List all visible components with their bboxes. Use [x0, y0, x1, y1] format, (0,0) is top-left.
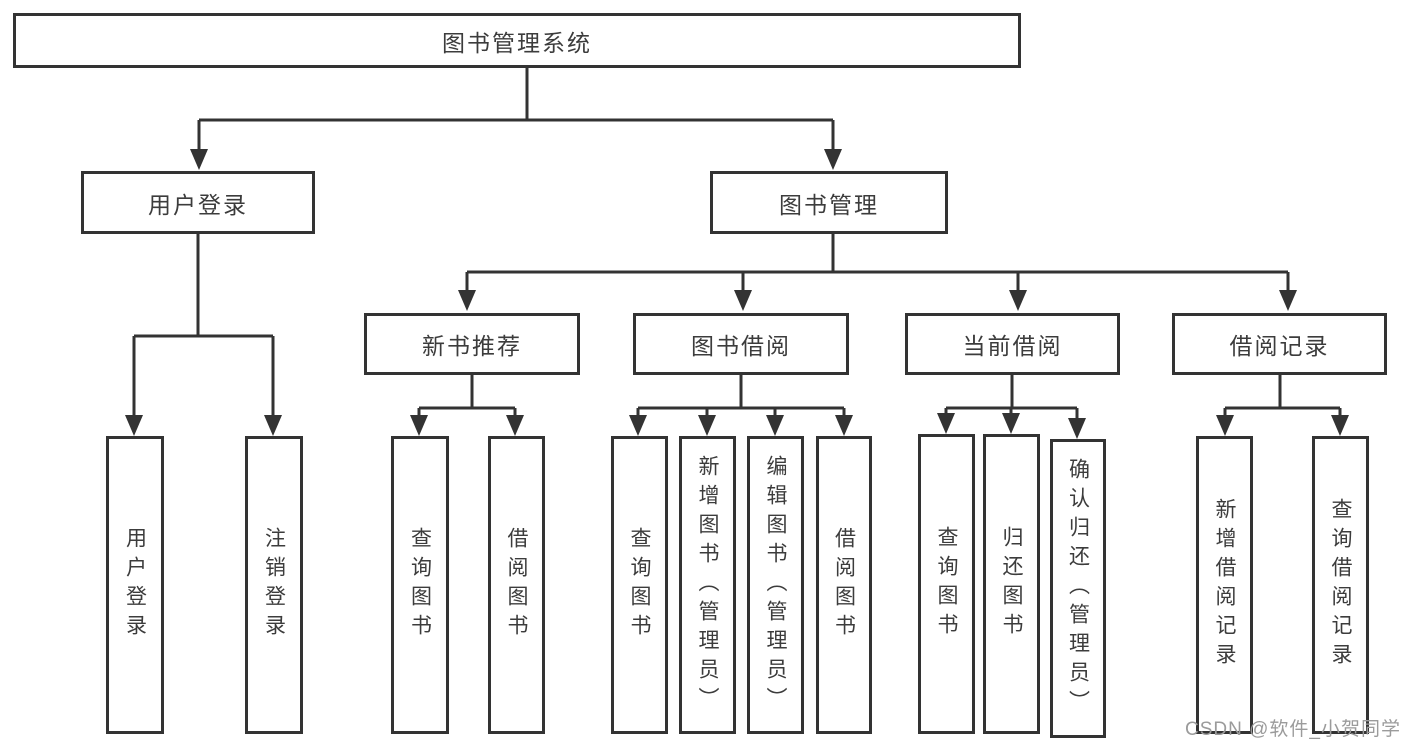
leaf-confirm-return-admin: 确认归还（管理员） — [1050, 439, 1106, 738]
leaf-query-borrow-record-label: 查询借阅记录 — [1329, 498, 1352, 672]
leaf-edit-book-admin-label: 编辑图书（管理员） — [764, 454, 787, 716]
node-book-borrow: 图书借阅 — [633, 313, 849, 375]
arrowhead-icon — [766, 415, 784, 436]
arrowhead-icon — [190, 149, 208, 170]
arrowhead-icon — [410, 415, 428, 436]
leaf-query-books-recommend: 查询图书 — [391, 436, 449, 734]
leaf-borrow-book-recommend: 借阅图书 — [488, 436, 545, 734]
leaf-edit-book-admin: 编辑图书（管理员） — [747, 436, 804, 734]
arrowhead-icon — [1331, 415, 1349, 436]
leaf-query-books-current: 查询图书 — [918, 434, 975, 734]
leaf-confirm-return-admin-label: 确认归还（管理员） — [1066, 458, 1090, 719]
leaf-logout-label: 注销登录 — [262, 527, 286, 643]
edge-borrow-to-leaves — [636, 375, 846, 419]
arrowhead-icon — [1002, 413, 1020, 434]
node-root: 图书管理系统 — [13, 13, 1021, 68]
arrowhead-icon — [698, 415, 716, 436]
leaf-query-borrow-record: 查询借阅记录 — [1312, 436, 1369, 734]
edge-current-to-leaves — [944, 375, 1079, 422]
arrowhead-icon — [1279, 290, 1297, 311]
arrowhead-icon — [264, 415, 282, 436]
node-current-borrow-label: 当前借阅 — [962, 333, 1063, 359]
node-book-management-label: 图书管理 — [779, 191, 879, 218]
arrowhead-icon — [824, 149, 842, 170]
node-root-label: 图书管理系统 — [442, 29, 592, 56]
arrowhead-icon — [458, 290, 476, 311]
node-borrow-records: 借阅记录 — [1172, 313, 1387, 375]
arrowhead-icon — [629, 415, 647, 436]
leaf-query-books-recommend-label: 查询图书 — [408, 527, 432, 643]
node-borrow-records-label: 借阅记录 — [1229, 333, 1330, 359]
arrowhead-icon — [1009, 290, 1027, 311]
watermark: CSDN @软件_小贺同学 — [1185, 719, 1401, 740]
leaf-query-books-current-label: 查询图书 — [935, 526, 958, 642]
leaf-return-book: 归还图书 — [983, 434, 1040, 734]
node-user-login-label: 用户登录 — [148, 191, 248, 218]
node-book-management: 图书管理 — [710, 171, 948, 234]
node-user-login: 用户登录 — [81, 171, 315, 234]
leaf-return-book-label: 归还图书 — [1000, 526, 1023, 642]
arrowhead-icon — [835, 415, 853, 436]
leaf-query-books-borrow: 查询图书 — [611, 436, 668, 734]
leaf-query-books-borrow-label: 查询图书 — [628, 527, 651, 643]
edge-userlogin-to-leaves — [132, 234, 275, 419]
node-book-borrow-label: 图书借阅 — [691, 333, 791, 359]
edge-bookmgmt-to-level3 — [465, 234, 1290, 294]
arrowhead-icon — [506, 415, 524, 436]
leaf-borrow-book-label: 借阅图书 — [832, 527, 856, 643]
arrowhead-icon — [734, 290, 752, 311]
node-current-borrow: 当前借阅 — [905, 313, 1120, 375]
leaf-add-borrow-record: 新增借阅记录 — [1196, 436, 1253, 734]
arrowhead-icon — [937, 413, 955, 434]
node-new-book-recommend-label: 新书推荐 — [422, 333, 522, 359]
leaf-logout: 注销登录 — [245, 436, 303, 734]
arrowhead-icon — [125, 415, 143, 436]
edge-records-to-leaves — [1223, 375, 1342, 419]
leaf-user-login-label: 用户登录 — [123, 527, 147, 643]
arrowhead-icon — [1216, 415, 1234, 436]
edge-recommend-to-leaves — [417, 375, 517, 419]
arrowhead-icon — [1068, 418, 1086, 439]
leaf-borrow-book: 借阅图书 — [816, 436, 872, 734]
node-new-book-recommend: 新书推荐 — [364, 313, 580, 375]
leaf-add-borrow-record-label: 新增借阅记录 — [1213, 498, 1236, 672]
leaf-borrow-book-recommend-label: 借阅图书 — [505, 527, 528, 643]
leaf-add-book-admin-label: 新增图书（管理员） — [696, 454, 719, 716]
leaf-add-book-admin: 新增图书（管理员） — [679, 436, 736, 734]
edge-root-to-level2 — [197, 68, 835, 153]
leaf-user-login: 用户登录 — [106, 436, 164, 734]
